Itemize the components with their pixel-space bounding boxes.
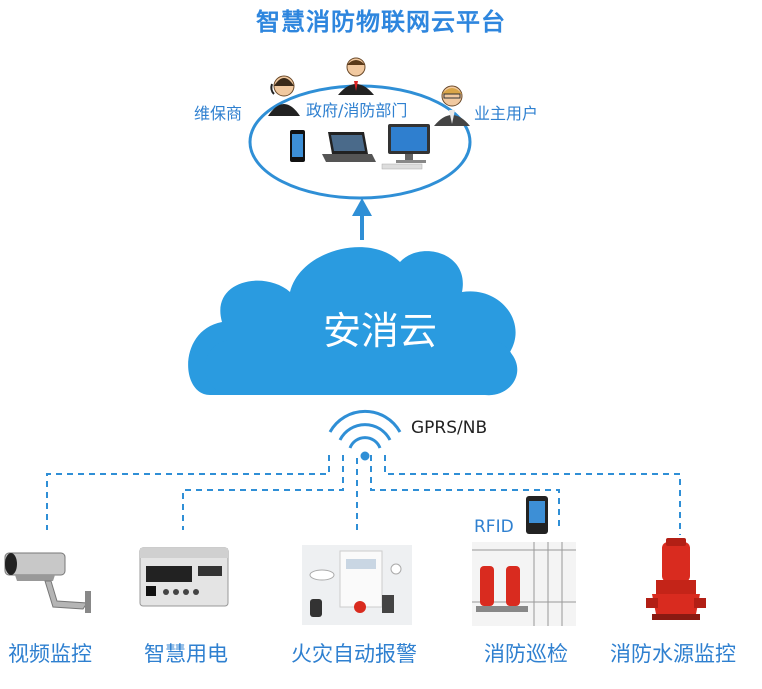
- desktop-icon: [381, 124, 430, 170]
- device-label-fire-alarm: 火灾自动报警: [291, 642, 417, 666]
- person-icon: [434, 85, 470, 126]
- cloud-label: 安消云: [322, 309, 437, 353]
- network-label: GPRS/NB: [411, 418, 488, 438]
- person-icon: [338, 57, 374, 95]
- fire-alarm-icon: [302, 545, 412, 625]
- device-label-video: 视频监控: [8, 642, 92, 666]
- upload-arrow-head: [352, 198, 372, 216]
- device-label-water: 消防水源监控: [610, 642, 736, 666]
- smartphone-icon: [290, 130, 305, 162]
- wifi-signal-icon: [328, 409, 402, 461]
- role-label-maintainer: 维保商: [194, 104, 243, 123]
- laptop-icon: [322, 132, 376, 162]
- dashed-connectors: [46, 455, 681, 535]
- person-icon: [268, 75, 300, 116]
- device-label-inspection: 消防巡检: [484, 642, 568, 666]
- rfid-label: RFID: [474, 517, 514, 537]
- page-title: 智慧消防物联网云平台: [256, 8, 506, 36]
- pump-icon: [472, 542, 576, 626]
- smartphone-icon: [526, 496, 548, 534]
- role-label-owner: 业主用户: [474, 104, 539, 123]
- power-meter-icon: [139, 547, 229, 607]
- role-label-government: 政府/消防部门: [306, 101, 408, 120]
- camera-icon: [4, 552, 91, 613]
- water-pump-icon: [646, 538, 706, 620]
- cloud-icon: [188, 247, 518, 396]
- device-label-power: 智慧用电: [144, 642, 228, 666]
